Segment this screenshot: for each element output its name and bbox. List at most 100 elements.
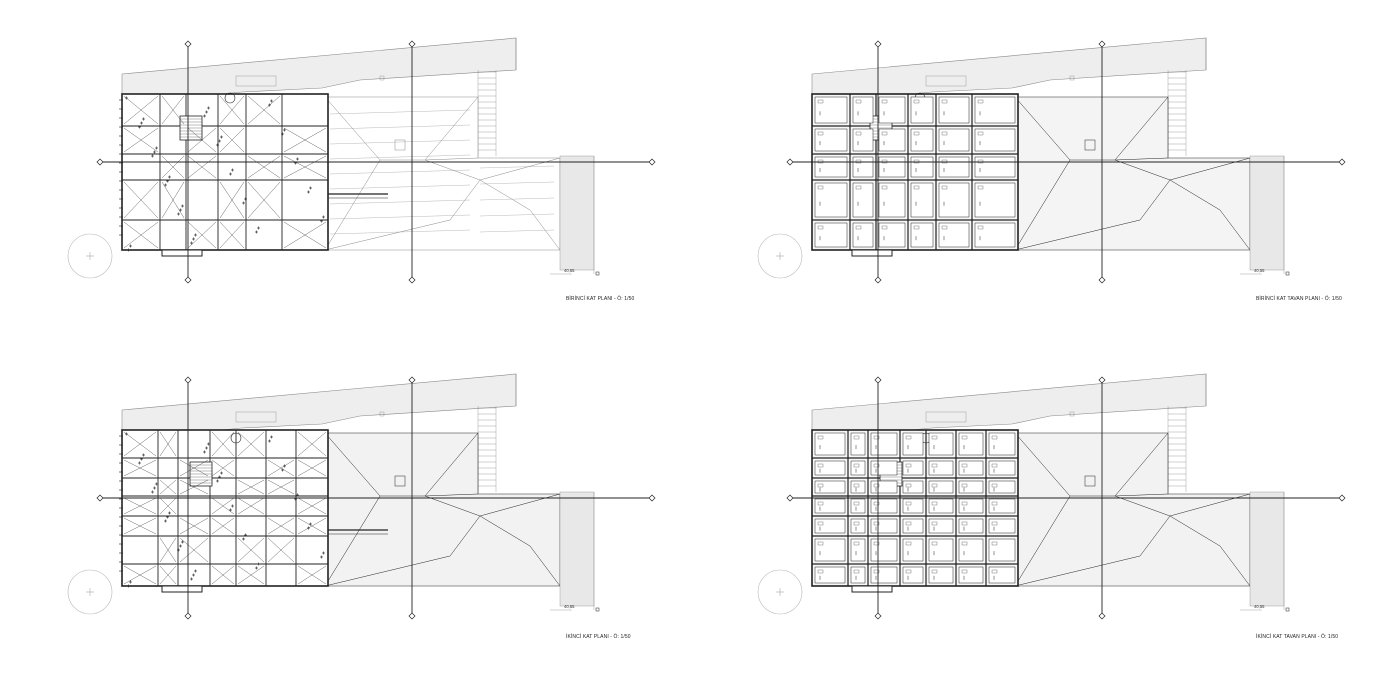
spiral-stair: [230, 432, 242, 444]
axis-marker: [96, 494, 104, 502]
roof-skylight: [1084, 475, 1096, 487]
roof-hip-lines: [324, 96, 561, 251]
interior-walls: [812, 94, 1018, 250]
roof-outline: [1014, 432, 1251, 587]
grid-axes: [96, 40, 656, 284]
interior-walls: [812, 430, 1018, 586]
level-label: 40,55: [1254, 604, 1265, 609]
plan-title: BİRİNCİ KAT TAVAN PLANI - Ö: 1/50: [1256, 296, 1342, 302]
roof-hip-lines: [1014, 432, 1251, 587]
level-box: [595, 607, 600, 612]
terrain-box: [925, 411, 967, 423]
entrance-bay: [161, 249, 203, 257]
north-arrow: [67, 569, 113, 615]
level-marker: 40,55: [1240, 268, 1290, 276]
axis-marker: [874, 612, 882, 620]
building-footprint: [811, 429, 1019, 593]
level-marker: 40,55: [550, 268, 600, 276]
level-box: [1285, 607, 1290, 612]
plan-drawing: 40,55: [757, 37, 1346, 284]
roof-hip-lines: [1014, 96, 1251, 251]
plan-title: BİRİNCİ KAT PLANI - Ö: 1/50: [566, 296, 635, 302]
terrain-marker: [1069, 411, 1075, 417]
roof-skylight: [1084, 139, 1096, 151]
plan-drawing: 40,55: [67, 373, 656, 620]
side-strip: [559, 155, 595, 271]
exterior-stair: [477, 406, 497, 492]
axis-marker: [1338, 158, 1346, 166]
grid-axes: [786, 40, 1346, 284]
north-arrow: [757, 233, 803, 279]
roof-hip-lines: [324, 432, 561, 587]
building-footprint: [811, 92, 1019, 257]
axis-marker: [874, 40, 882, 48]
level-label: 40,55: [564, 604, 575, 609]
axis-marker: [786, 494, 794, 502]
axis-marker: [96, 158, 104, 166]
roof-outline: [1014, 96, 1251, 251]
level-label: 40,55: [1254, 268, 1265, 273]
roof-skylight: [394, 139, 406, 151]
level-marker: 40,55: [1240, 604, 1290, 612]
axis-marker: [874, 376, 882, 384]
axis-marker: [1098, 276, 1106, 284]
roof-slope-lines: [329, 109, 555, 235]
axis-marker: [184, 276, 192, 284]
terrain-marker: [1069, 75, 1075, 81]
plan-drawing: 40,55: [757, 373, 1346, 620]
axis-marker: [1098, 376, 1106, 384]
floor-diagonals: [123, 431, 327, 585]
level-label: 40,55: [564, 268, 575, 273]
exterior-wall: [121, 429, 329, 587]
roof-skylight: [394, 475, 406, 487]
grid-axes: [786, 376, 1346, 620]
axis-marker: [1098, 612, 1106, 620]
wall-annotations: [119, 432, 325, 588]
floor-diagonals: [123, 95, 327, 249]
terrain-box: [235, 411, 277, 423]
ceiling-panels: [814, 96, 1016, 248]
exterior-stair: [1167, 70, 1187, 156]
side-strip: [1249, 491, 1285, 607]
axis-marker: [648, 494, 656, 502]
axis-marker: [1338, 494, 1346, 502]
level-box: [1285, 271, 1290, 276]
exterior-stair: [477, 70, 497, 156]
exterior-wall: [121, 93, 329, 251]
level-box: [595, 271, 600, 276]
roof-outline: [324, 432, 561, 587]
building-footprint: [119, 429, 388, 593]
axis-marker: [786, 158, 794, 166]
exterior-stair: [1167, 406, 1187, 492]
north-arrow: [757, 569, 803, 615]
north-arrow: [67, 233, 113, 279]
side-strip: [1249, 155, 1285, 271]
entrance-bay: [161, 585, 203, 593]
ceiling-panels: [814, 432, 1016, 584]
interior-walls: [122, 430, 328, 586]
axis-marker: [408, 40, 416, 48]
axis-marker: [184, 40, 192, 48]
side-strip: [559, 491, 595, 607]
plan-drawing: 40,55: [67, 37, 656, 284]
building-footprint: [119, 92, 388, 257]
spiral-stair: [224, 92, 236, 104]
axis-marker: [184, 376, 192, 384]
roof-outline: [324, 96, 561, 251]
axis-marker: [408, 376, 416, 384]
terrain-box: [235, 75, 277, 87]
entrance-bay: [851, 249, 893, 257]
terrain-marker: [379, 75, 385, 81]
axis-marker: [408, 612, 416, 620]
interior-walls: [122, 94, 328, 250]
terrain-marker: [379, 411, 385, 417]
terrain-box: [925, 75, 967, 87]
wall-annotations: [119, 96, 325, 252]
level-marker: 40,55: [550, 604, 600, 612]
plan-title: İKİNCİ KAT PLANI - Ö: 1/50: [566, 634, 631, 640]
axis-marker: [1098, 40, 1106, 48]
axis-marker: [184, 612, 192, 620]
axis-marker: [408, 276, 416, 284]
axis-marker: [874, 276, 882, 284]
